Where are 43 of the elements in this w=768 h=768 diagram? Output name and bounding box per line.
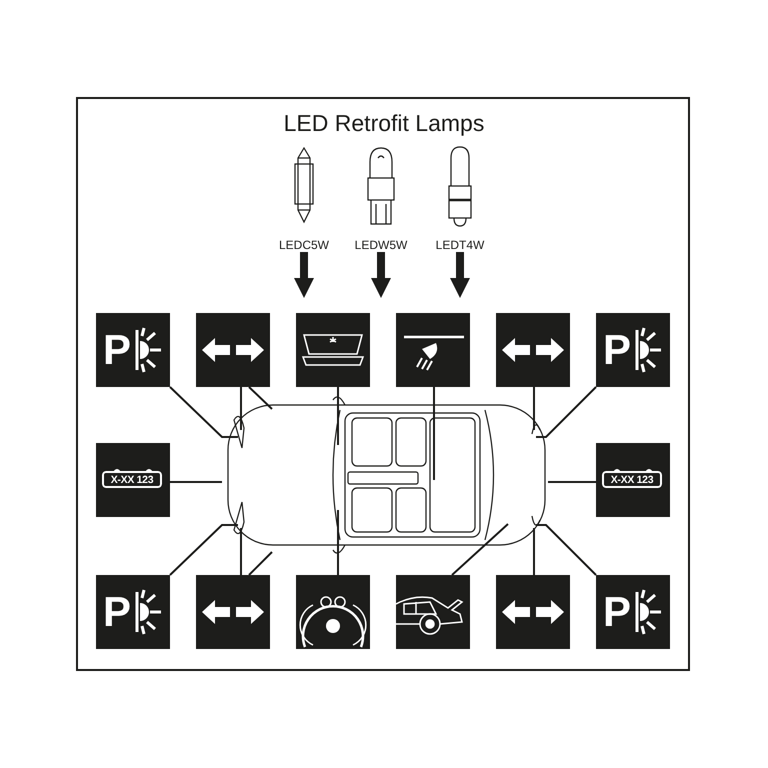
parking-light-tile xyxy=(596,575,670,649)
lamp-type-label: LEDW5W xyxy=(354,238,408,252)
leader-line xyxy=(248,551,273,576)
leader-line xyxy=(248,386,273,410)
license-plate-tile xyxy=(596,443,670,517)
leader-line xyxy=(240,387,242,430)
parking-light-tile xyxy=(596,313,670,387)
leader-line xyxy=(169,386,238,438)
sun-visor-tile xyxy=(296,313,370,387)
leader-line xyxy=(170,481,222,483)
leader-line xyxy=(169,524,238,576)
trunk-light-tile xyxy=(396,575,470,649)
interior-light-tile xyxy=(396,313,470,387)
parking-symbol-letter: P xyxy=(103,588,132,636)
leader-line xyxy=(240,528,242,575)
turn-signal-tile xyxy=(496,313,570,387)
lamp-type-label: LEDC5W xyxy=(278,238,330,252)
leader-line xyxy=(451,523,509,576)
diagram-title: LED Retrofit Lamps xyxy=(282,110,486,137)
license-plate-tile xyxy=(96,443,170,517)
parking-symbol-letter: P xyxy=(603,588,632,636)
arrow xyxy=(294,252,314,298)
turn-signal-tile xyxy=(496,575,570,649)
leader-line xyxy=(533,387,535,430)
license-plate-text: X-XX 123 xyxy=(602,471,662,488)
arrow xyxy=(450,252,470,298)
parking-symbol-letter: P xyxy=(103,326,132,374)
leader-line xyxy=(536,524,597,576)
dashboard-tile xyxy=(296,575,370,649)
leader-line xyxy=(337,510,339,575)
leader-line xyxy=(433,387,435,480)
arrow xyxy=(371,252,391,298)
license-plate-text: X-XX 123 xyxy=(102,471,162,488)
leader-line xyxy=(548,481,596,483)
turn-signal-tile xyxy=(196,313,270,387)
leader-line xyxy=(533,528,535,575)
parking-light-tile xyxy=(96,313,170,387)
leader-line xyxy=(337,387,339,445)
turn-signal-tile xyxy=(196,575,270,649)
parking-light-tile xyxy=(96,575,170,649)
lamp-type-label: LEDT4W xyxy=(434,238,486,252)
parking-symbol-letter: P xyxy=(603,326,632,374)
leader-line xyxy=(536,386,597,438)
